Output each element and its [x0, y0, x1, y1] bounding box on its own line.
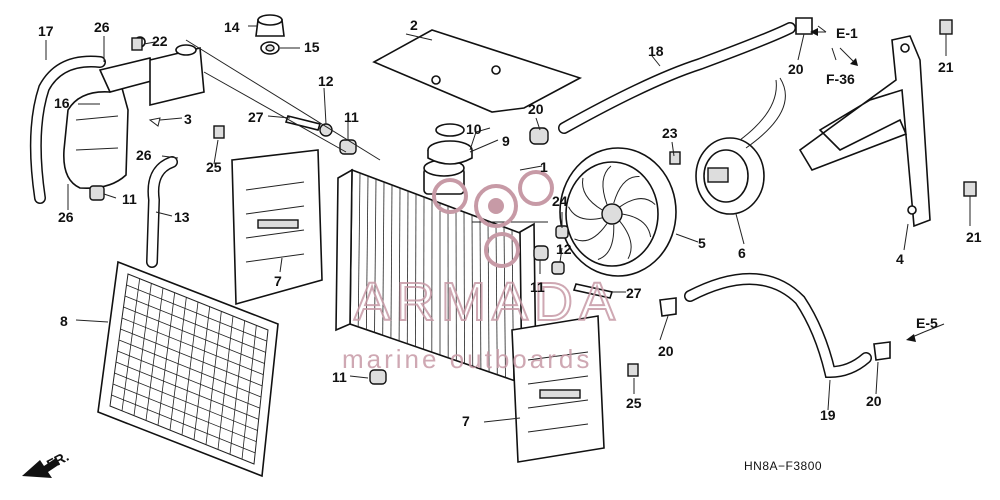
callout-11: 11	[530, 279, 545, 295]
callout-16: 16	[54, 95, 70, 111]
callout-22: 22	[152, 33, 168, 49]
callout-24: 24	[552, 193, 568, 209]
callout-21: 21	[966, 229, 982, 245]
callout-7: 7	[274, 273, 282, 289]
callout-21: 21	[938, 59, 954, 75]
watermark-logo-icon	[432, 170, 554, 268]
callout-1: 1	[540, 159, 548, 175]
callout-18: 18	[648, 43, 664, 59]
callout-12: 12	[318, 73, 334, 89]
callout-11: 11	[122, 191, 137, 207]
upper-hose	[558, 22, 796, 134]
callout-13: 13	[174, 209, 190, 225]
callout-26: 26	[136, 147, 152, 163]
lower-hose	[684, 273, 872, 379]
front-arrow-icon	[22, 458, 60, 478]
callout-3: 3	[184, 111, 192, 127]
radiator-cap	[427, 123, 473, 165]
radiator-grille	[97, 260, 279, 478]
callout-10: 10	[466, 121, 482, 137]
callout-11: 11	[344, 109, 359, 125]
diagram-code: HN8A−F3800	[744, 459, 822, 473]
callout-e-5: E-5	[916, 315, 938, 331]
callout-26: 26	[58, 209, 74, 225]
callout-27: 27	[626, 285, 642, 301]
callout-14: 14	[224, 19, 240, 35]
callout-23: 23	[662, 125, 678, 141]
callout-12: 12	[556, 241, 572, 257]
callout-e-1: E-1	[836, 25, 858, 41]
callout-20: 20	[658, 343, 674, 359]
callout-15: 15	[304, 39, 320, 55]
watermark: ARMADA marine outboards	[342, 170, 621, 374]
radiator-stay	[798, 35, 931, 228]
callout-26: 26	[94, 19, 110, 35]
callout-2: 2	[410, 17, 418, 33]
callout-25: 25	[206, 159, 222, 175]
overflow-hose	[29, 55, 106, 204]
callout-11: 11	[332, 369, 347, 385]
reference-arrows	[810, 28, 925, 342]
callout-27: 27	[248, 109, 264, 125]
callout-17: 17	[38, 23, 54, 39]
watermark-tagline: marine outboards	[342, 344, 592, 374]
callout-9: 9	[502, 133, 510, 149]
fan-motor	[695, 77, 786, 215]
callout-20: 20	[788, 61, 804, 77]
shroud-left	[231, 149, 323, 306]
leader-lines	[45, 25, 971, 423]
reserve-tank	[63, 44, 205, 190]
callout-7: 7	[462, 413, 470, 429]
callout-20: 20	[528, 101, 544, 117]
callout-4: 4	[896, 251, 904, 267]
cooling-fan	[559, 147, 677, 277]
callout-8: 8	[60, 313, 68, 329]
callout-20: 20	[866, 393, 882, 409]
insulator-sheet	[372, 29, 583, 113]
callout-25: 25	[626, 395, 642, 411]
filler-cap	[255, 14, 285, 55]
shroud-right	[511, 315, 605, 463]
callout-6: 6	[738, 245, 746, 261]
siphon-hose	[146, 156, 178, 268]
callout-19: 19	[820, 407, 836, 423]
watermark-brand: ARMADA	[354, 272, 621, 332]
callout-5: 5	[698, 235, 706, 251]
callout-f-36: F-36	[826, 71, 855, 87]
